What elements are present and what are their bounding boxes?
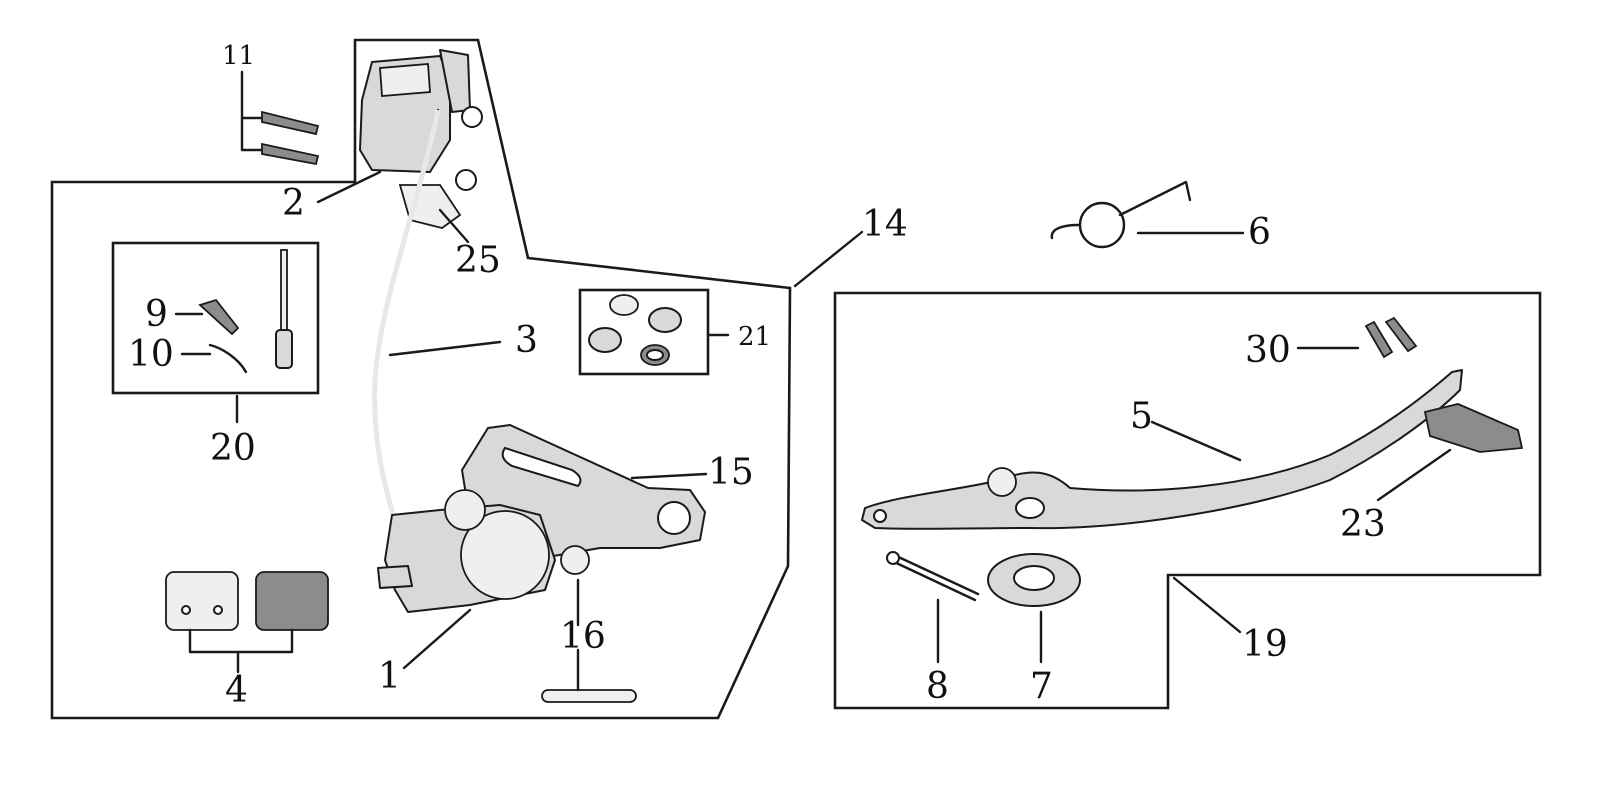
callout-1: 1 bbox=[378, 656, 401, 697]
group-frame-20 bbox=[111, 241, 320, 395]
callout-2: 2 bbox=[282, 183, 305, 224]
group-frame-21 bbox=[578, 288, 710, 376]
bolts-part-30 bbox=[1364, 316, 1418, 359]
callout-10: 10 bbox=[128, 334, 174, 375]
callout-8: 8 bbox=[926, 666, 949, 707]
callout-5: 5 bbox=[1130, 396, 1153, 437]
pad-pin-part-16 bbox=[541, 689, 637, 703]
callout-14: 14 bbox=[862, 204, 908, 245]
brake-hose-part-3 bbox=[372, 108, 441, 532]
cotter-pin-part-8 bbox=[886, 551, 980, 602]
bleeder-screws-part-11 bbox=[240, 70, 320, 166]
callout-9: 9 bbox=[145, 294, 168, 335]
callout-6: 6 bbox=[1248, 212, 1271, 253]
callout-25: 25 bbox=[455, 240, 501, 281]
pushrod-part-20-detail bbox=[275, 249, 293, 369]
washer-part-7 bbox=[987, 553, 1081, 607]
callout-16: 16 bbox=[560, 616, 606, 657]
callout-7: 7 bbox=[1030, 666, 1053, 707]
group-frame-19 bbox=[833, 291, 1542, 710]
group-frame-14 bbox=[50, 38, 792, 720]
callout-20: 20 bbox=[210, 428, 256, 469]
callout-21: 21 bbox=[738, 322, 771, 352]
callout-23: 23 bbox=[1340, 504, 1386, 545]
pin-part-9 bbox=[198, 298, 240, 336]
return-spring-part-6 bbox=[1050, 180, 1192, 249]
callout-30: 30 bbox=[1245, 330, 1291, 371]
callout-3: 3 bbox=[515, 320, 538, 361]
master-cylinder-part-2 bbox=[359, 49, 483, 191]
brake-pedal-part-5 bbox=[861, 369, 1463, 530]
callout-11: 11 bbox=[222, 41, 255, 71]
clip-part-10 bbox=[208, 343, 248, 374]
callout-19: 19 bbox=[1242, 624, 1288, 665]
leader-lines bbox=[174, 170, 1452, 692]
callout-4: 4 bbox=[225, 670, 248, 711]
callout-15: 15 bbox=[708, 452, 754, 493]
pedal-tip-part-23 bbox=[1423, 403, 1524, 453]
brake-caliper-part-1 bbox=[377, 489, 590, 613]
seal-kit-part-21 bbox=[588, 294, 682, 366]
brake-pads-part-4 bbox=[165, 571, 329, 674]
